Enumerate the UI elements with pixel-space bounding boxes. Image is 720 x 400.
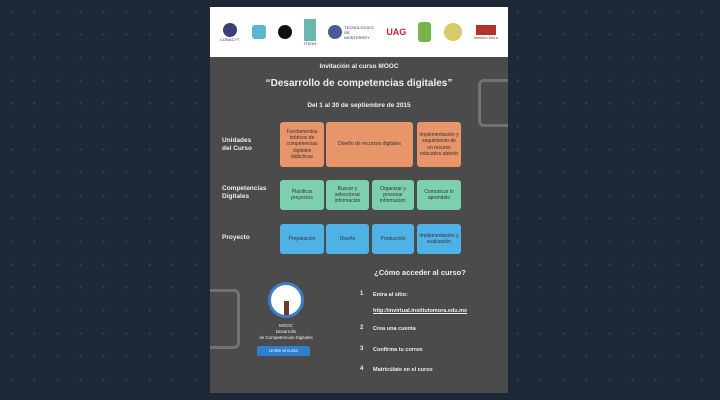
project-box: Producción bbox=[372, 224, 414, 254]
logo-star bbox=[251, 25, 266, 39]
step-number: 4 bbox=[360, 366, 364, 372]
step-text: Entra al sitio: bbox=[373, 292, 408, 298]
competency-box: Planificar proyectos bbox=[280, 180, 324, 210]
competencies-label: Competencias Digitales bbox=[222, 185, 267, 201]
project-box: Implementación y evaluación bbox=[417, 224, 461, 254]
step-number: 3 bbox=[360, 346, 364, 352]
sponsor-logos: CONACYT ITSON TECNOLÓGICO DE MONTERREY U… bbox=[210, 7, 508, 57]
project-label: Proyecto bbox=[222, 234, 250, 241]
course-dates: Del 1 al 30 de septiembre de 2015 bbox=[307, 102, 411, 109]
logo-itson: ITSON bbox=[304, 18, 316, 46]
mooc-poster: CONACYT ITSON TECNOLÓGICO DE MONTERREY U… bbox=[210, 7, 508, 393]
poster-title: “Desarrollo de competencias digitales” bbox=[265, 78, 453, 89]
logo-tec: TECNOLÓGICO DE MONTERREY bbox=[328, 25, 374, 40]
logo-green-shield bbox=[418, 22, 432, 42]
project-box: Preparación bbox=[280, 224, 324, 254]
unit-box: Diseño de recursos digitales bbox=[326, 122, 413, 167]
competency-box: Organizar y procesar información bbox=[372, 180, 414, 210]
logo-mora: Instituto Mora bbox=[474, 24, 498, 40]
access-heading: ¿Cómo acceder al curso? bbox=[374, 268, 466, 277]
invitation-text: Invitación al curso MOOC bbox=[319, 63, 399, 70]
logo-uag: UAG bbox=[386, 27, 407, 37]
join-course-button[interactable]: Unirte al curso bbox=[257, 346, 310, 356]
competency-box: Comunicar lo aprendido bbox=[417, 180, 461, 210]
project-box: Diseño bbox=[326, 224, 369, 254]
unit-box: Implementación y seguimiento de un recur… bbox=[417, 122, 461, 167]
mooc-line1: MOOC bbox=[279, 323, 293, 328]
competency-box: Buscar y seleccionar información bbox=[326, 180, 369, 210]
laptop-decoration bbox=[478, 79, 508, 127]
units-label: Unidades del Curso bbox=[222, 137, 252, 153]
mooc-line3: de Competencias Digitales bbox=[259, 335, 313, 340]
mooc-line2: Desarrollo bbox=[275, 329, 297, 334]
logo-black-circle bbox=[277, 25, 292, 39]
logo-conacyt: CONACYT bbox=[220, 22, 240, 42]
course-url-link[interactable]: http://mvirtual.institutomora.edu.mx bbox=[373, 308, 468, 314]
laptop-decoration-left bbox=[210, 289, 240, 349]
step-number: 1 bbox=[360, 291, 364, 297]
step-text: Matricúlate en el curso bbox=[373, 367, 433, 373]
step-text: Confirma tu correo bbox=[373, 347, 423, 353]
mooc-tree-logo bbox=[268, 282, 304, 318]
unit-box: Fundamentos teóricos de competencias dig… bbox=[280, 122, 324, 167]
logo-seal bbox=[443, 23, 462, 41]
step-text: Crea una cuenta bbox=[373, 326, 416, 332]
step-number: 2 bbox=[360, 325, 364, 331]
